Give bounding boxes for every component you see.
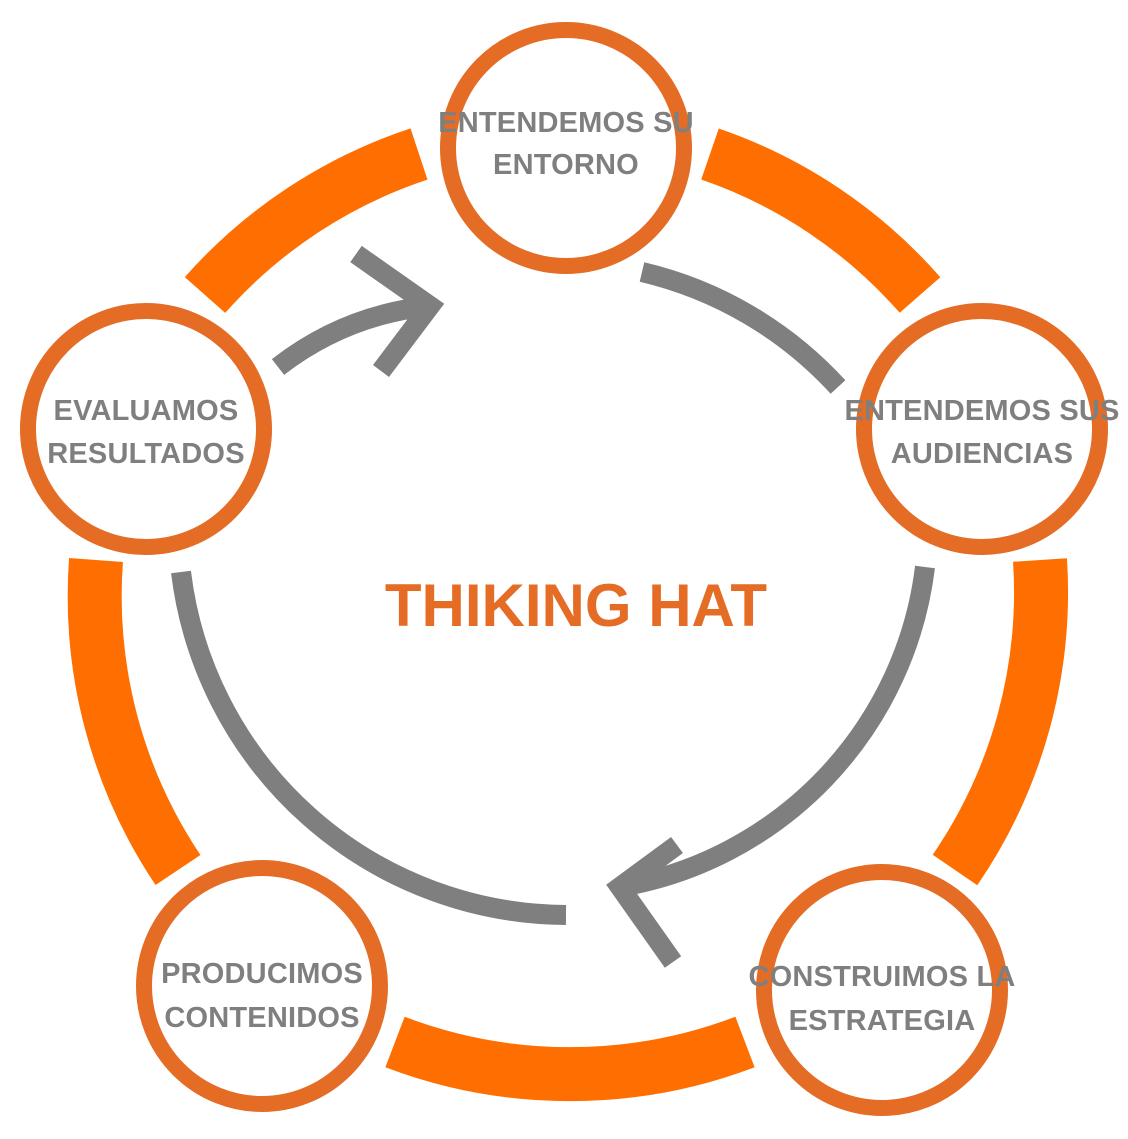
step-node-1: ENTENDEMOS SU ENTORNO	[438, 22, 694, 274]
cycle-arrow-icon	[350, 245, 445, 378]
diagram-title: THIKING HAT	[385, 572, 767, 639]
step-node-circle	[20, 303, 272, 555]
step-node-circle	[856, 303, 1108, 555]
inner-cycle-arrows	[171, 245, 935, 968]
step-node-circle	[440, 22, 692, 274]
step-node-circle	[136, 860, 388, 1112]
step-node-2: ENTENDEMOS SUS AUDIENCIAS	[844, 303, 1119, 555]
outer-ring	[67, 128, 1069, 1102]
step-label-line1: EVALUAMOS	[54, 395, 239, 427]
ring-segment-top-left	[184, 128, 428, 314]
step-label-line1: CONSTRUIMOS LA	[748, 961, 1015, 993]
ring-segment-right	[932, 558, 1069, 886]
step-label-line1: PRODUCIMOS	[161, 958, 363, 990]
ring-segment-top-right	[700, 128, 941, 313]
step-node-5: EVALUAMOS RESULTADOS	[20, 303, 272, 555]
step-label-line1: ENTENDEMOS SUS	[844, 395, 1119, 427]
gray-arc-left-top	[271, 296, 432, 375]
step-node-circle	[756, 864, 1008, 1116]
gray-arc-right-bottom	[618, 565, 935, 897]
ring-segment-bottom	[385, 1016, 755, 1102]
gray-arc-top-right	[639, 262, 846, 394]
step-label-line2: ESTRATEGIA	[789, 1005, 976, 1037]
step-label-line2: ENTORNO	[493, 149, 639, 181]
step-label-line2: AUDIENCIAS	[891, 438, 1073, 470]
step-label-line2: RESULTADOS	[47, 438, 244, 470]
step-label-line2: CONTENIDOS	[164, 1002, 359, 1034]
cycle-arrow-icon	[606, 836, 683, 968]
step-label-line1: ENTENDEMOS SU	[438, 107, 694, 139]
step-node-3: CONSTRUIMOS LA ESTRATEGIA	[748, 864, 1015, 1116]
ring-segment-left	[67, 558, 201, 886]
gray-arc-bottom-left	[171, 570, 567, 925]
step-node-4: PRODUCIMOS CONTENIDOS	[136, 860, 388, 1112]
